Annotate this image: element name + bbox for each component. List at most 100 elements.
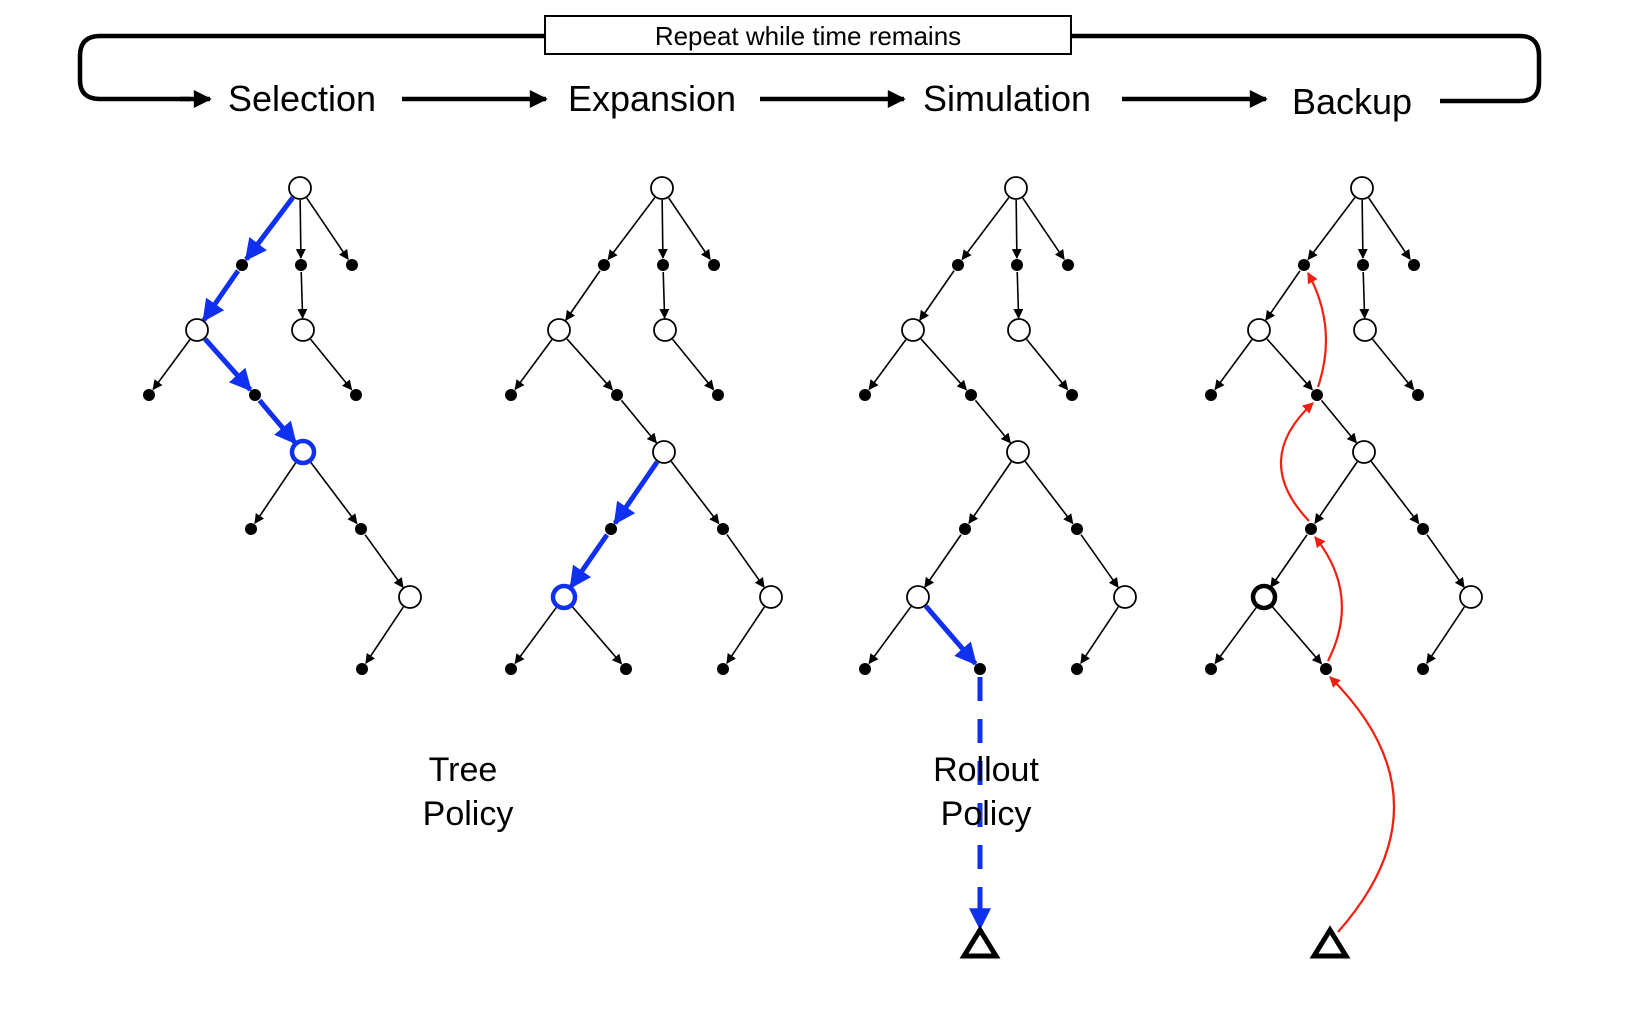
action-node	[598, 259, 610, 271]
backup-edge	[1307, 272, 1328, 388]
action-node	[1320, 663, 1332, 675]
tree-edge	[1080, 606, 1120, 665]
tree-policy-edge	[612, 460, 660, 526]
action-node	[245, 523, 257, 535]
action-node	[1066, 389, 1078, 401]
tree-edge	[565, 270, 601, 321]
tree-edge	[1080, 534, 1119, 589]
rollout-path	[923, 604, 1001, 959]
tree-edge	[1426, 606, 1466, 665]
tree-edge	[1265, 270, 1301, 321]
state-node	[652, 440, 676, 464]
tree-edge	[1214, 339, 1253, 391]
state-node	[653, 318, 677, 342]
tree-edge	[297, 271, 308, 320]
tree-edge	[868, 606, 912, 665]
action-node	[1071, 523, 1083, 535]
state-node	[901, 318, 925, 342]
tree-edge	[295, 199, 306, 260]
action-node	[236, 259, 248, 271]
action-node	[712, 389, 724, 401]
state-node	[1006, 440, 1030, 464]
trees	[143, 176, 1483, 959]
loop-label-box	[544, 15, 1072, 55]
tree-edge	[364, 534, 404, 589]
state-node	[291, 318, 315, 342]
state-node	[759, 585, 783, 609]
action-node	[355, 523, 367, 535]
tree-edge	[566, 338, 614, 391]
state-node	[1459, 585, 1483, 609]
tree-policy-line2: Policy	[423, 795, 514, 833]
stage-labels: Selection Expansion Simulation Backup	[228, 78, 1412, 122]
action-node	[346, 259, 358, 271]
tree-policy-edge	[244, 196, 295, 262]
action-node	[1408, 259, 1420, 271]
action-node	[620, 663, 632, 675]
action-node	[974, 663, 986, 675]
tree-edge	[659, 271, 670, 320]
backup-path	[1279, 272, 1396, 959]
simulation-tree	[859, 176, 1137, 675]
tree-policy-edge	[568, 533, 610, 589]
state-node	[288, 176, 312, 200]
action-node	[295, 259, 307, 271]
rollout-policy-line1: Rollout	[933, 751, 1039, 789]
tree-edge	[924, 534, 962, 588]
action-node	[1205, 663, 1217, 675]
tree-edge	[670, 461, 720, 525]
action-node	[505, 389, 517, 401]
tree-edge	[1370, 461, 1420, 525]
tree-edge	[1307, 197, 1356, 261]
terminal-outcome-triangle	[959, 925, 1001, 959]
action-node	[249, 389, 261, 401]
selected-state-node	[550, 583, 578, 611]
action-node	[611, 389, 623, 401]
action-node	[143, 389, 155, 401]
tree-edge	[1320, 399, 1358, 444]
stage-backup-label: Backup	[1292, 81, 1412, 122]
backup-edge	[1279, 402, 1314, 522]
loop-label: Repeat while time remains	[655, 21, 961, 51]
tree-edge	[152, 339, 191, 391]
action-node	[1298, 259, 1310, 271]
loop-line	[77, 33, 545, 102]
expansion-tree	[505, 176, 783, 675]
action-node	[657, 259, 669, 271]
tree-edge	[365, 606, 405, 665]
action-node	[717, 663, 729, 675]
action-node	[1071, 663, 1083, 675]
loop-line-right	[1072, 33, 1542, 104]
action-node	[1305, 523, 1317, 535]
tree-edge	[1426, 534, 1465, 589]
tree-edge	[726, 606, 766, 665]
state-node	[1353, 318, 1377, 342]
tree-policy-label: Tree Policy	[423, 751, 514, 833]
state-node	[906, 585, 930, 609]
state-node	[1247, 318, 1271, 342]
backup-edge	[1329, 676, 1396, 933]
tree-policy-edge	[257, 398, 298, 445]
tree-edge	[514, 339, 553, 391]
stage-selection-label: Selection	[228, 78, 376, 119]
action-node	[605, 523, 617, 535]
tree-edge	[1368, 197, 1411, 261]
selection-tree	[143, 176, 422, 675]
state-node	[398, 585, 422, 609]
rollout-policy-label: Rollout Policy	[933, 751, 1039, 833]
tree-policy-edge	[203, 337, 253, 392]
tree-policy-line1: Tree	[429, 751, 498, 789]
state-node	[1350, 176, 1374, 200]
tree-edge	[1025, 338, 1069, 391]
action-node	[1205, 389, 1217, 401]
action-node	[1412, 389, 1424, 401]
selected-state-node	[289, 438, 317, 466]
tree-edge	[1314, 461, 1358, 525]
stage-expansion-label: Expansion	[568, 78, 736, 119]
action-node	[1062, 259, 1074, 271]
tree-edge	[919, 270, 955, 321]
state-node	[1352, 440, 1376, 464]
state-node	[547, 318, 571, 342]
tree-edge	[607, 197, 656, 261]
